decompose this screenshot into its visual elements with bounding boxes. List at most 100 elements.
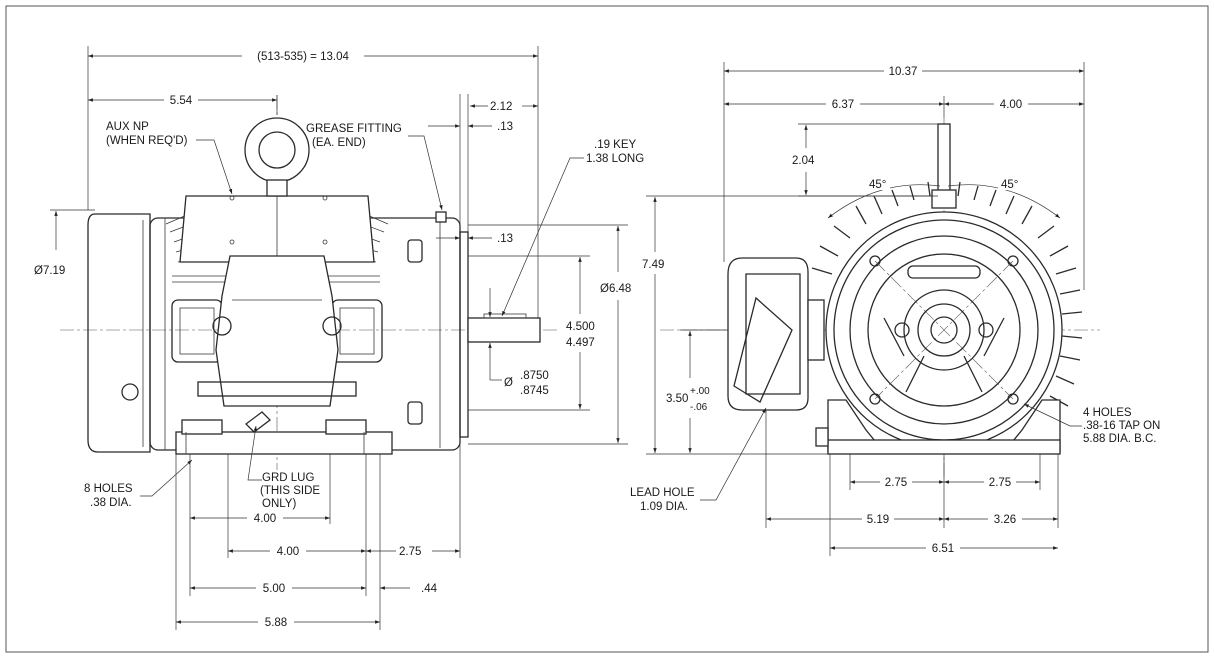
dimension-label: +.00 — [690, 386, 710, 397]
dimension-label: .38-16 TAP ON — [1083, 420, 1160, 432]
drawing-line — [181, 419, 223, 435]
dimension-label: AUX NP — [106, 121, 149, 133]
lift-lug — [937, 123, 951, 193]
dimension-label: (WHEN REQ'D) — [106, 135, 188, 147]
dimension-label: 2.12 — [490, 101, 512, 113]
drawing-line — [256, 581, 292, 595]
drawing-line — [247, 425, 262, 481]
drawing-line — [869, 393, 881, 405]
dimension-label: Ø6.48 — [600, 283, 631, 295]
end-view — [660, 118, 1100, 480]
side-view-dimensions: (513-535) = 13.04 5.54 2.12 .13 .13 AUX … — [34, 46, 644, 630]
dimension-label: .8745 — [520, 385, 549, 397]
dimension-label: LEAD HOLE — [630, 487, 695, 499]
dimension-label: (EA. END) — [312, 137, 366, 149]
drawing-line — [733, 296, 793, 403]
drawing-line — [197, 381, 357, 397]
drawing-line — [501, 157, 584, 317]
dimension-label: 2.75 — [989, 477, 1011, 489]
drawing-line — [247, 511, 283, 525]
dimension-label: .13 — [497, 233, 513, 245]
dimension-label: 8 HOLES — [84, 483, 133, 495]
drawing-line — [984, 475, 1016, 489]
grease-fitting-icon — [435, 211, 447, 223]
drawing-line — [998, 176, 1022, 190]
drawing-line — [140, 459, 193, 497]
dimension-label: 45° — [869, 179, 886, 191]
dimension-label: 2.75 — [885, 477, 907, 489]
drawing-line — [866, 176, 890, 190]
dimension-label: .13 — [497, 121, 513, 133]
drawing-line — [322, 316, 342, 336]
bracket-circle — [849, 235, 1039, 425]
drawing-line — [229, 195, 235, 201]
drawing-line — [258, 615, 294, 629]
ground-lug-icon — [245, 411, 271, 433]
drawing-line — [270, 544, 306, 558]
dimension-label: 2.04 — [792, 155, 815, 167]
shaft-end — [930, 316, 958, 344]
drawing-line — [408, 135, 443, 211]
drawing-line — [212, 316, 232, 336]
drawing-line — [815, 427, 829, 447]
dimension-label: Ø — [504, 377, 513, 389]
drawing-line — [869, 255, 881, 267]
drawing-line — [884, 64, 922, 78]
drawing-line — [988, 512, 1022, 526]
mounting-feet — [175, 431, 393, 455]
dimension-label: 5.54 — [170, 95, 193, 107]
drawing-line — [700, 407, 767, 501]
dimension-label: GREASE FITTING — [306, 123, 402, 135]
drawing-line — [994, 97, 1028, 111]
side-view — [60, 95, 560, 470]
dimension-label: .8750 — [520, 370, 549, 382]
dimension-label: 6.51 — [932, 543, 954, 555]
drawing-line — [196, 139, 233, 195]
drawing-line — [917, 303, 971, 357]
drawing-line — [978, 322, 994, 338]
hub — [903, 289, 985, 371]
drawing-line — [407, 401, 423, 425]
box-adapter — [807, 299, 825, 361]
dimension-label: 1.09 DIA. — [640, 501, 688, 513]
dimension-label: 1.38 LONG — [586, 153, 644, 165]
drawing-line — [894, 322, 910, 338]
dimension-label: 5.19 — [867, 514, 889, 526]
drawing-line — [1007, 393, 1019, 405]
dimension-label: 2.75 — [399, 546, 421, 558]
drawing-line — [883, 317, 1005, 393]
drawing-line — [258, 131, 296, 169]
drawing-line — [322, 239, 328, 245]
drawing-line — [862, 512, 894, 526]
drawing-line — [121, 383, 139, 401]
drawing-line — [325, 419, 367, 435]
dimension-label: 45° — [1001, 179, 1018, 191]
drawing-line — [242, 49, 364, 63]
drawing-line — [745, 273, 801, 395]
dimension-label: -.06 — [690, 402, 708, 413]
dimension-label: 4.500 — [566, 321, 595, 333]
drawing-line — [339, 307, 375, 355]
sheet-border — [5, 5, 1209, 653]
drawing-line — [244, 117, 310, 183]
drawing-line — [867, 253, 1021, 407]
drawing-line — [164, 93, 198, 107]
dimension-label: 5.88 DIA. B.C. — [1083, 433, 1157, 445]
dimension-label: 5.88 — [265, 617, 287, 629]
dimension-label: 5.00 — [263, 583, 285, 595]
drawing-line — [229, 239, 235, 245]
dimension-label: 4.497 — [566, 337, 595, 349]
drawing-line — [266, 179, 288, 197]
drawing-line — [855, 181, 1033, 225]
drawing-line — [179, 307, 215, 355]
dimension-label: 3.26 — [994, 514, 1016, 526]
dimension-label: (THIS SIDE — [260, 485, 320, 497]
overall-length: (513-535) = 13.04 — [257, 51, 349, 63]
dimension-label: 4.00 — [1000, 99, 1022, 111]
dimension-label: 4 HOLES — [1083, 407, 1132, 419]
dimension-label: .38 DIA. — [90, 497, 132, 509]
drawing-line — [827, 439, 1061, 455]
lifting-eyebolt — [244, 117, 310, 197]
